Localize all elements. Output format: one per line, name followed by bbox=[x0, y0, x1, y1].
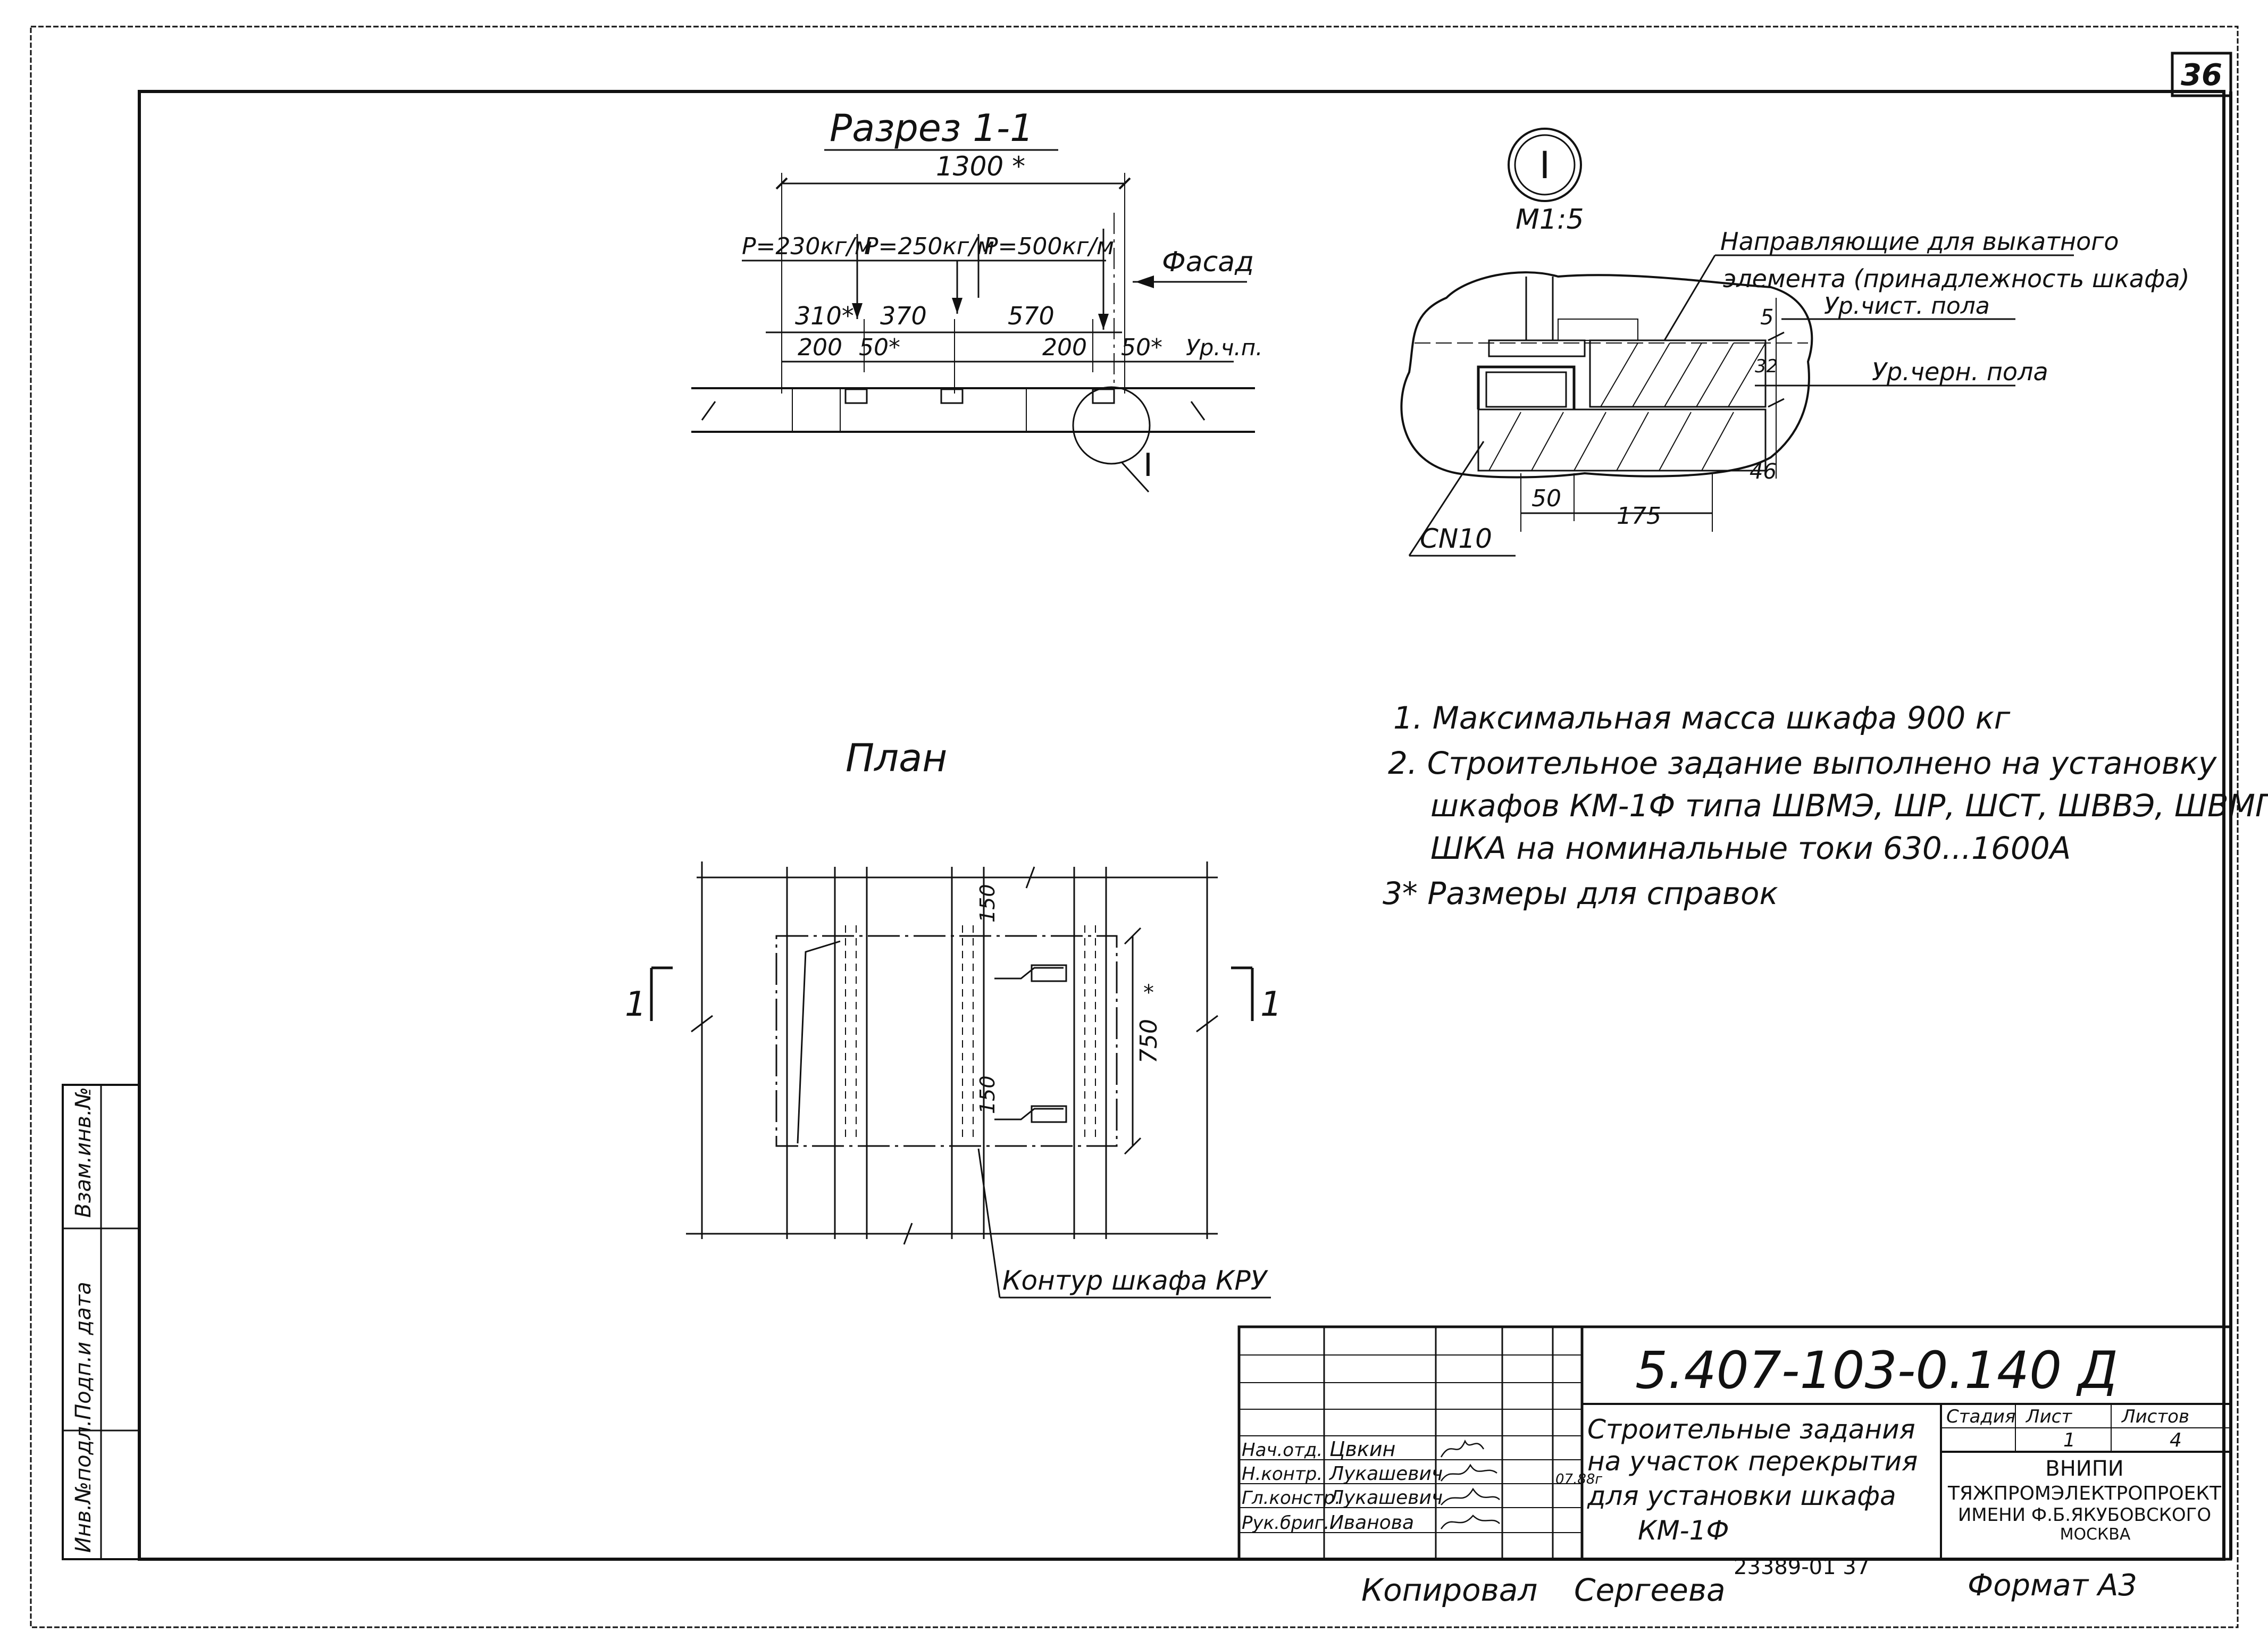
dim-175: 175 bbox=[1617, 503, 1661, 530]
drawing-frame bbox=[138, 90, 2225, 1561]
dim-50-a: 50* bbox=[859, 334, 900, 361]
sheet-header: Лист bbox=[2025, 1406, 2072, 1427]
org-line1: ВНИПИ bbox=[2045, 1457, 2123, 1481]
channel-label: CN10 bbox=[1420, 523, 1492, 554]
left-stamp-strip: Инв.№подл. Подп.и дата Взам.инв.№ bbox=[62, 1084, 140, 1560]
note-2: 2. Строительное задание выполнено на уст… bbox=[1388, 745, 2217, 781]
role-4: Рук.бриг. bbox=[1242, 1512, 1329, 1534]
dim-5: 5 bbox=[1760, 305, 1773, 330]
sheet-value: 1 bbox=[2063, 1429, 2075, 1451]
stamp-inv-no: Инв.№подл. bbox=[71, 1419, 96, 1553]
signatures bbox=[1440, 1440, 1500, 1529]
plan-view: План bbox=[625, 735, 1282, 1299]
role-3: Гл.констр. bbox=[1242, 1487, 1341, 1509]
title-line3: для установки шкафа bbox=[1587, 1480, 1896, 1511]
dim-46: 46 bbox=[1750, 459, 1777, 484]
guides-label-line1: Направляющие для выкатного bbox=[1720, 227, 2119, 256]
dim-200-a: 200 bbox=[798, 334, 842, 361]
doc-code: 5.407-103-0.140 Д bbox=[1635, 1341, 2118, 1400]
detail-marker-circle bbox=[1508, 128, 1582, 202]
load-label-1: P=230кг/м bbox=[742, 233, 872, 260]
dim-32: 32 bbox=[1755, 356, 1778, 377]
section-1-1: Разрез 1-1 1300 * P=230кг/м P=250кг/м P=… bbox=[691, 106, 1263, 493]
sheets-header: Листов bbox=[2121, 1406, 2189, 1427]
notes-block: 1. Максимальная масса шкафа 900 кг 2. Ст… bbox=[1383, 700, 2268, 911]
note-3: 3* Размеры для справок bbox=[1383, 875, 1778, 911]
load-label-3: P=500кг/м bbox=[984, 233, 1114, 260]
org-line4: МОСКВА bbox=[2060, 1525, 2131, 1544]
plan-title: План bbox=[846, 735, 947, 780]
role-1: Нач.отд. bbox=[1242, 1440, 1323, 1461]
note-1: 1. Максимальная масса шкафа 900 кг bbox=[1393, 700, 2011, 736]
stamp-replace-inv: Взам.инв.№ bbox=[71, 1087, 96, 1218]
detail-I: I М1:5 Направляющи bbox=[1400, 128, 2190, 557]
dim-750: 750 bbox=[1135, 1019, 1162, 1064]
section-title: Разрез 1-1 bbox=[830, 106, 1034, 150]
note-2c: ШКА на номинальные токи 630...1600А bbox=[1430, 830, 2071, 866]
section-mark-right: 1 bbox=[1260, 985, 1282, 1024]
copier-name: Сергеева bbox=[1574, 1572, 1726, 1608]
detail-marker: I bbox=[1539, 144, 1551, 187]
dim-370: 370 bbox=[880, 302, 927, 330]
stamp-sign-date: Подп.и дата bbox=[71, 1282, 96, 1420]
title-line1: Строительные задания bbox=[1587, 1414, 1915, 1445]
facade-label: Фасад bbox=[1162, 246, 1254, 278]
name-4: Иванова bbox=[1329, 1512, 1414, 1534]
approval-date: 07.88г bbox=[1555, 1471, 1602, 1487]
load-label-2: P=250кг/м bbox=[864, 233, 994, 260]
role-2: Н.контр. bbox=[1242, 1463, 1323, 1485]
title-line2: на участок перекрытия bbox=[1587, 1446, 1918, 1477]
name-2: Лукашевич bbox=[1328, 1463, 1443, 1485]
name-3: Лукашевич bbox=[1328, 1487, 1443, 1509]
guides-label-line2: элемента (принадлежность шкафа) bbox=[1723, 264, 2190, 293]
title-block: 5.407-103-0.140 Д Строительные задания н… bbox=[1237, 1325, 2232, 1561]
dim-50-b: 50* bbox=[1121, 334, 1162, 361]
contour-label: Контур шкафа КРУ bbox=[1002, 1265, 1269, 1296]
title-line4: КМ-1Ф bbox=[1638, 1515, 1729, 1546]
sheets-value: 4 bbox=[2170, 1429, 2182, 1451]
dim-150-top: 150 bbox=[976, 884, 999, 923]
sheet-number: 36 bbox=[2181, 58, 2222, 93]
dim-1300: 1300 * bbox=[936, 151, 1025, 182]
floor-level-label: Ур.ч.п. bbox=[1186, 334, 1263, 361]
dim-50: 50 bbox=[1531, 485, 1561, 512]
format-label: Формат А3 bbox=[1968, 1568, 2137, 1603]
archive-no: 23389-01 37 bbox=[1734, 1555, 1870, 1579]
dim-200-b: 200 bbox=[1042, 334, 1087, 361]
copied-label: Копировал bbox=[1361, 1572, 1537, 1608]
rough-floor-label: Ур.черн. пола bbox=[1872, 357, 2048, 386]
detail-callout: I bbox=[1143, 447, 1153, 484]
dim-570: 570 bbox=[1008, 302, 1055, 330]
org-line3: ИМЕНИ Ф.Б.ЯКУБОВСКОГО bbox=[1958, 1504, 2211, 1526]
note-2b: шкафов КМ-1Ф типа ШВМЭ, ШР, ШСТ, ШВВЭ, Ш… bbox=[1430, 788, 2268, 824]
clean-floor-label: Ур.чист. пола bbox=[1824, 292, 1990, 320]
dim-150-bottom: 150 bbox=[976, 1075, 999, 1114]
outer-frame bbox=[30, 26, 2239, 1628]
section-mark-left: 1 bbox=[625, 985, 647, 1024]
dim-310: 310* bbox=[795, 302, 854, 330]
name-1: Цвкин bbox=[1329, 1437, 1395, 1461]
detail-scale: М1:5 bbox=[1516, 204, 1584, 236]
dim-750-star: * bbox=[1143, 981, 1154, 1005]
footer: Копировал Сергеева 23389-01 37 Формат А3 bbox=[1361, 1555, 2137, 1608]
stage-header: Стадия bbox=[1946, 1406, 2015, 1427]
org-line2: ТЯЖПРОМЭЛЕКТРОПРОЕКТ bbox=[1947, 1483, 2222, 1504]
sheet-number-box: 36 bbox=[2171, 52, 2232, 97]
